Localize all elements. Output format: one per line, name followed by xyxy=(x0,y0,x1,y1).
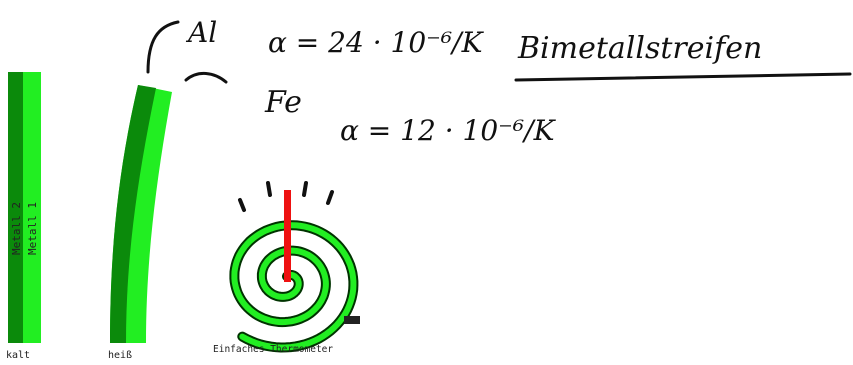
al-coefficient: α = 24 · 10⁻⁶/K xyxy=(268,26,485,59)
strip-cold-metal1 xyxy=(23,72,41,343)
caption-cold: kalt xyxy=(6,350,30,361)
title-bimetal: Bimetallstreifen xyxy=(517,31,762,66)
fe-coefficient: α = 12 · 10⁻⁶/K xyxy=(340,114,557,147)
bracket-al xyxy=(146,20,180,74)
title-underline xyxy=(514,72,852,82)
notes: Al α = 24 · 10⁻⁶/K Bimetallstreifen Fe α… xyxy=(146,16,852,147)
bracket-fe xyxy=(184,72,228,84)
scale-mark-2 xyxy=(266,181,272,197)
scale-mark-1 xyxy=(238,198,246,212)
strip-hot-metal2 xyxy=(110,85,156,343)
fe-symbol: Fe xyxy=(264,85,302,120)
spiral-thermometer xyxy=(229,181,360,353)
caption-thermometer: Einfaches Thermometer xyxy=(213,344,333,355)
label-metal2: Metall 2 xyxy=(10,202,23,255)
scale-marks xyxy=(238,181,334,212)
label-metal1: Metall 1 xyxy=(26,202,39,255)
caption-hot: heiß xyxy=(108,350,132,361)
scale-mark-4 xyxy=(326,190,334,205)
spiral-anchor xyxy=(344,316,360,324)
al-symbol: Al xyxy=(185,16,217,49)
strip-hot xyxy=(110,85,172,343)
spiral-coil xyxy=(231,222,357,351)
needle xyxy=(284,190,291,282)
scale-mark-3 xyxy=(302,181,308,197)
strip-cold-metal2 xyxy=(8,72,23,343)
strip-cold: Metall 2 Metall 1 xyxy=(8,72,41,343)
